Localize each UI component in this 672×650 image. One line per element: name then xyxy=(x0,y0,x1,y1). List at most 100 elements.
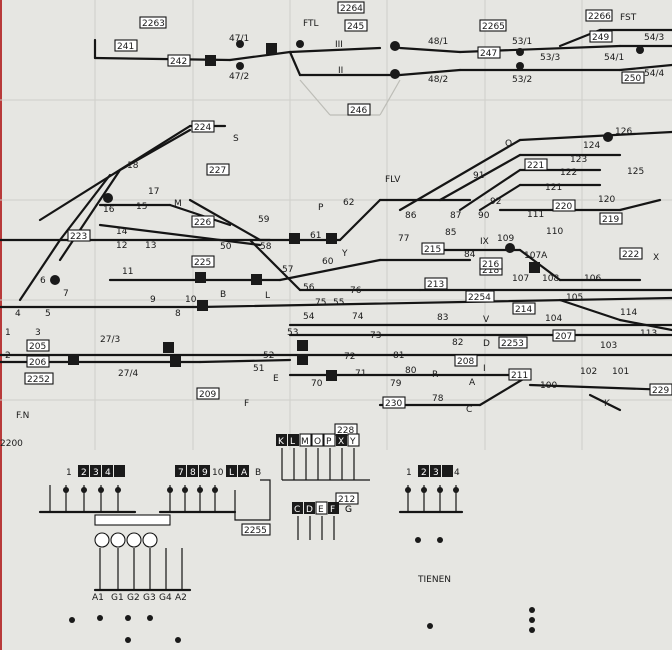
top-signals xyxy=(236,40,644,79)
svg-text:C: C xyxy=(294,505,300,515)
svg-text:1: 1 xyxy=(5,328,11,338)
svg-text:111: 111 xyxy=(527,210,544,220)
svg-text:56: 56 xyxy=(303,283,315,293)
main-lines xyxy=(0,238,672,412)
svg-text:2253: 2253 xyxy=(501,339,524,349)
svg-text:205: 205 xyxy=(29,342,46,352)
svg-text:105: 105 xyxy=(566,293,583,303)
svg-text:IX: IX xyxy=(480,237,489,247)
route-box: 221 xyxy=(524,158,548,171)
svg-text:X: X xyxy=(653,253,659,263)
route-box: 225 xyxy=(191,255,215,268)
svg-text:47/1: 47/1 xyxy=(229,34,249,44)
letter-button-panel[interactable]: K L M O P X Y C D E F G xyxy=(276,433,370,540)
svg-text:109: 109 xyxy=(497,234,514,244)
svg-text:7: 7 xyxy=(178,468,184,478)
svg-text:13: 13 xyxy=(145,241,156,251)
svg-text:229: 229 xyxy=(652,386,669,396)
svg-text:54/1: 54/1 xyxy=(604,53,624,63)
svg-text:L: L xyxy=(265,291,270,301)
svg-text:G2: G2 xyxy=(127,593,140,603)
svg-text:F: F xyxy=(330,505,335,515)
lever-frame-right[interactable]: 1 2 3 4 xyxy=(398,465,464,543)
svg-text:3: 3 xyxy=(433,468,439,478)
svg-text:241: 241 xyxy=(117,42,134,52)
lever-frame-left[interactable]: 1 2 3 4 xyxy=(38,465,137,514)
svg-text:227: 227 xyxy=(209,166,226,176)
svg-text:100: 100 xyxy=(540,381,557,391)
svg-text:101: 101 xyxy=(612,367,629,377)
svg-text:55: 55 xyxy=(333,298,344,308)
svg-text:246: 246 xyxy=(350,106,367,116)
svg-text:4: 4 xyxy=(15,309,21,319)
svg-text:223: 223 xyxy=(70,232,87,242)
svg-text:P: P xyxy=(326,437,332,447)
svg-text:A1: A1 xyxy=(92,593,104,603)
svg-text:219: 219 xyxy=(602,215,619,225)
svg-text:75: 75 xyxy=(315,298,326,308)
svg-text:113: 113 xyxy=(640,329,657,339)
svg-text:2254: 2254 xyxy=(468,293,491,303)
svg-text:M: M xyxy=(174,199,182,209)
svg-text:48/2: 48/2 xyxy=(428,75,448,85)
svg-text:220: 220 xyxy=(555,202,572,212)
svg-text:221: 221 xyxy=(527,161,544,171)
svg-text:87: 87 xyxy=(450,211,461,221)
svg-text:78: 78 xyxy=(432,394,444,404)
svg-text:3: 3 xyxy=(93,468,99,478)
svg-text:108: 108 xyxy=(542,274,559,284)
svg-text:10: 10 xyxy=(185,295,197,305)
svg-text:2264: 2264 xyxy=(340,4,363,14)
svg-text:82: 82 xyxy=(452,338,463,348)
svg-text:61: 61 xyxy=(310,231,321,241)
top-track-area xyxy=(93,28,672,116)
svg-text:84: 84 xyxy=(464,250,476,260)
svg-text:245: 245 xyxy=(347,22,364,32)
bottom-control-row[interactable] xyxy=(69,607,535,643)
svg-text:17: 17 xyxy=(148,187,159,197)
svg-text:G: G xyxy=(345,505,352,515)
route-box: 215 xyxy=(421,242,445,255)
svg-text:247: 247 xyxy=(480,49,497,59)
svg-text:10: 10 xyxy=(212,468,224,478)
lever-frame-middle[interactable]: 7 8 9 10 L A B xyxy=(158,465,271,521)
route-box: 2264 xyxy=(337,1,365,14)
svg-text:73: 73 xyxy=(370,331,381,341)
route-box: 220 xyxy=(552,199,576,212)
route-box: 230 xyxy=(382,396,406,409)
route-box: 247 xyxy=(477,46,501,59)
svg-text:83: 83 xyxy=(437,313,448,323)
route-box: 245 xyxy=(344,19,368,32)
svg-text:207: 207 xyxy=(555,332,572,342)
svg-text:G4: G4 xyxy=(159,593,172,603)
svg-text:60: 60 xyxy=(322,257,334,267)
route-box: 2266 xyxy=(585,9,613,22)
right-signals xyxy=(505,132,613,253)
svg-text:81: 81 xyxy=(393,351,404,361)
route-box: 2253 xyxy=(498,336,528,349)
svg-text:214: 214 xyxy=(515,305,532,315)
route-box: 207 xyxy=(552,329,576,342)
route-box: 246 xyxy=(347,103,371,116)
svg-text:2: 2 xyxy=(81,468,87,478)
route-box: 209 xyxy=(196,387,220,400)
route-box: 223 xyxy=(67,229,91,242)
svg-text:224: 224 xyxy=(194,123,211,133)
lever-button-row: 1 2 3 4 xyxy=(66,465,125,478)
route-box: 2263 xyxy=(139,16,167,29)
svg-text:122: 122 xyxy=(560,168,577,178)
svg-text:54: 54 xyxy=(303,312,315,322)
lever-frame-bottom[interactable]: A1 G1 G2 G3 G4 A2 xyxy=(92,514,192,603)
svg-text:S: S xyxy=(233,134,239,144)
svg-text:72: 72 xyxy=(344,352,355,362)
route-box: 2265 xyxy=(479,19,507,32)
svg-text:I: I xyxy=(483,364,486,374)
svg-text:A2: A2 xyxy=(175,593,187,603)
route-box: 249 xyxy=(589,30,613,43)
route-box: 2254 xyxy=(465,290,495,303)
route-box: 2252 xyxy=(24,372,54,385)
svg-text:D: D xyxy=(483,339,490,349)
route-box: 208 xyxy=(454,354,478,367)
point-indicators xyxy=(68,43,540,381)
